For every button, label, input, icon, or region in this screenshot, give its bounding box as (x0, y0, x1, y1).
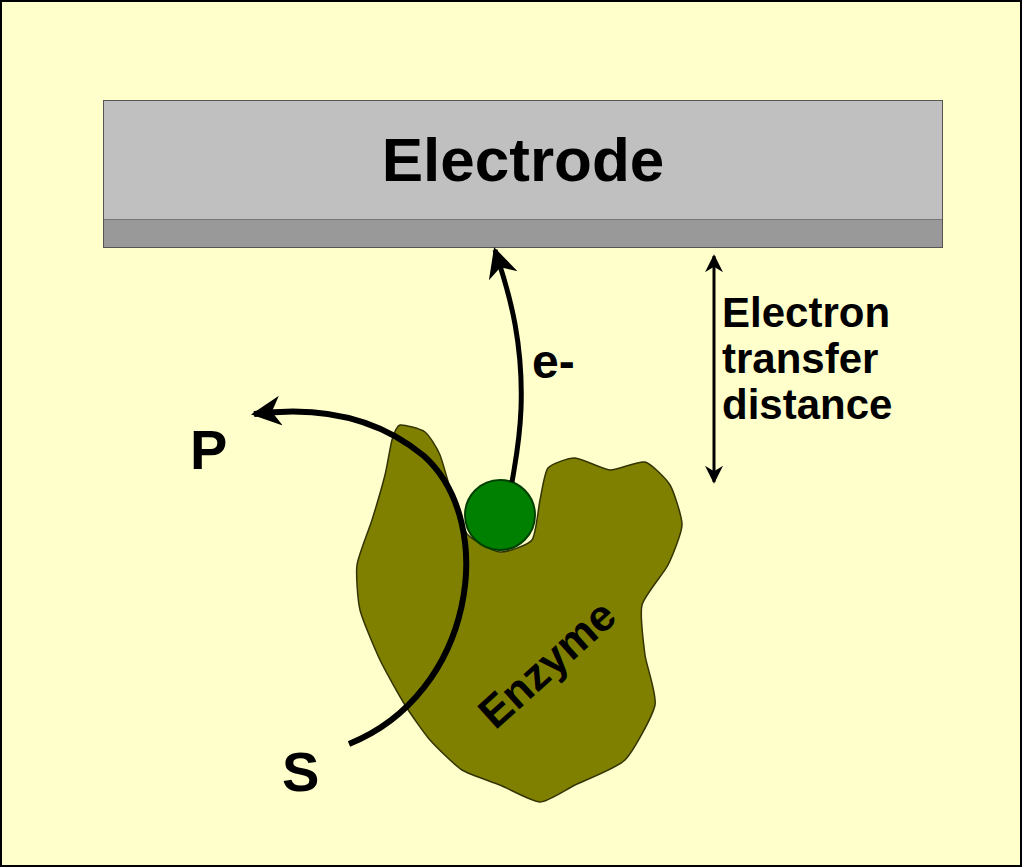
electron-label: e- (532, 335, 575, 388)
electron-transfer-arrow (495, 250, 521, 482)
electrode-box: Electrode (103, 100, 943, 248)
electrode-label: Electrode (382, 129, 665, 191)
product-label: P (190, 422, 227, 478)
active-site (465, 480, 535, 550)
enzyme-outline (350, 415, 685, 805)
distance-arrow (713, 256, 716, 482)
enzyme-body (357, 425, 682, 802)
enzyme-shape: Enzyme (350, 415, 685, 805)
substrate-label: S (282, 744, 319, 800)
distance-label: Electron transfer distance (722, 290, 952, 429)
electrode-surface (104, 219, 942, 247)
